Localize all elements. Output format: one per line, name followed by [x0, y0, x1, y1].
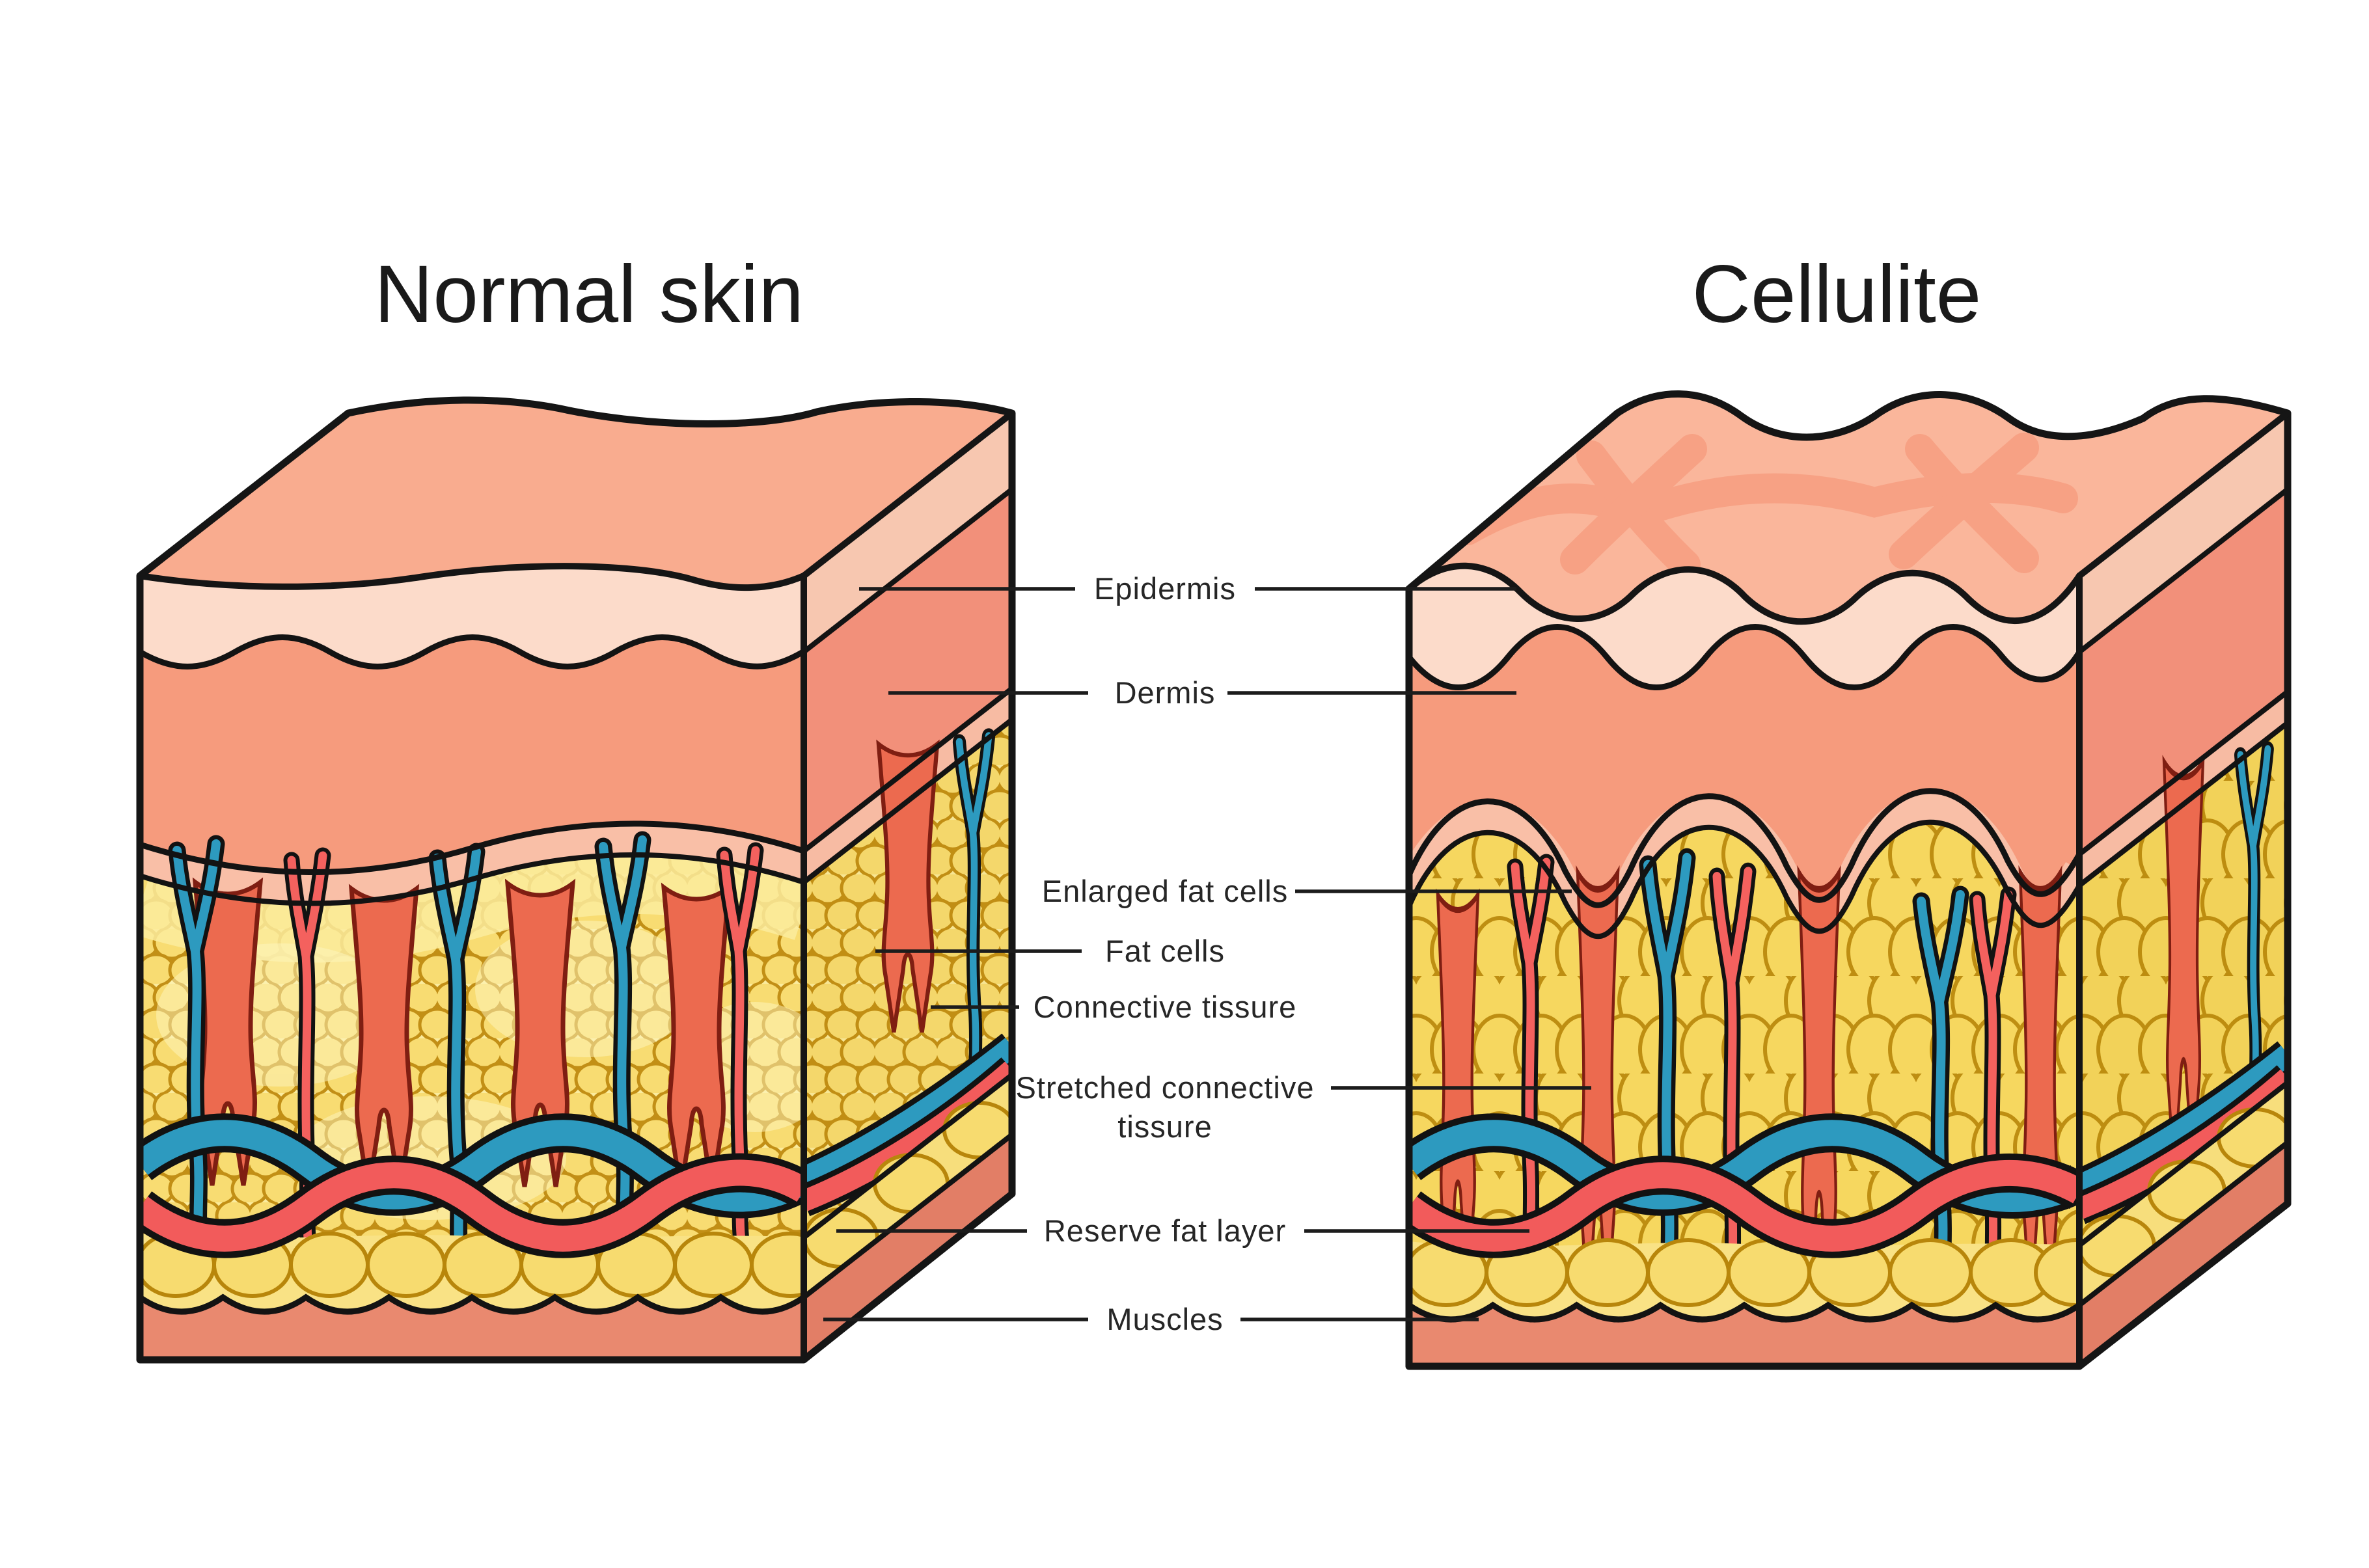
label-epidermis: Epidermis — [859, 571, 1516, 606]
label-reserve-fat-layer-text: Reserve fat layer — [1044, 1213, 1286, 1248]
label-stretched-connective-line2: tissure — [1117, 1109, 1212, 1144]
label-epidermis-text: Epidermis — [1094, 571, 1236, 606]
label-dermis-text: Dermis — [1115, 675, 1216, 710]
label-muscles-text: Muscles — [1106, 1302, 1223, 1336]
cellulite-side-face — [2079, 413, 2288, 1366]
label-fat-cells-text: Fat cells — [1105, 934, 1225, 968]
normal-block-outline — [136, 396, 1016, 1364]
dimple-streaks — [1453, 433, 2078, 580]
label-muscles: Muscles — [823, 1302, 1479, 1336]
label-dermis: Dermis — [888, 675, 1516, 710]
labels-column: Epidermis Dermis Enlarged fat cells Fat … — [823, 571, 1591, 1336]
normal-front-face — [140, 566, 804, 1360]
cellulite-front-face — [1409, 565, 2079, 1366]
title-cellulite: Cellulite — [1692, 249, 1982, 340]
cellulite-muscle-layer — [1409, 1305, 2079, 1366]
cellulite-block-outline — [1405, 390, 2292, 1370]
label-connective-tissue: Connective tissure — [931, 990, 1296, 1024]
label-enlarged-fat-cells-text: Enlarged fat cells — [1042, 874, 1289, 908]
label-reserve-fat-layer: Reserve fat layer — [836, 1213, 1529, 1248]
cellulite-reserve-fat-cells — [1409, 1238, 2079, 1307]
label-stretched-connective-line1: Stretched connective — [1016, 1070, 1315, 1105]
label-stretched-connective: Stretched connective tissure — [1016, 1070, 1591, 1144]
normal-skin-block — [136, 396, 1016, 1364]
label-connective-tissue-text: Connective tissure — [1034, 990, 1297, 1024]
normal-vessel-band — [140, 1113, 804, 1258]
title-normal-skin: Normal skin — [374, 249, 804, 340]
cellulite-block — [1405, 390, 2292, 1370]
label-enlarged-fat-cells: Enlarged fat cells — [1042, 874, 1572, 908]
cellulite-vessel-band — [1409, 1113, 2079, 1258]
label-fat-cells: Fat cells — [875, 934, 1225, 968]
normal-muscle-layer — [140, 1297, 804, 1360]
normal-side-face — [804, 413, 1012, 1360]
